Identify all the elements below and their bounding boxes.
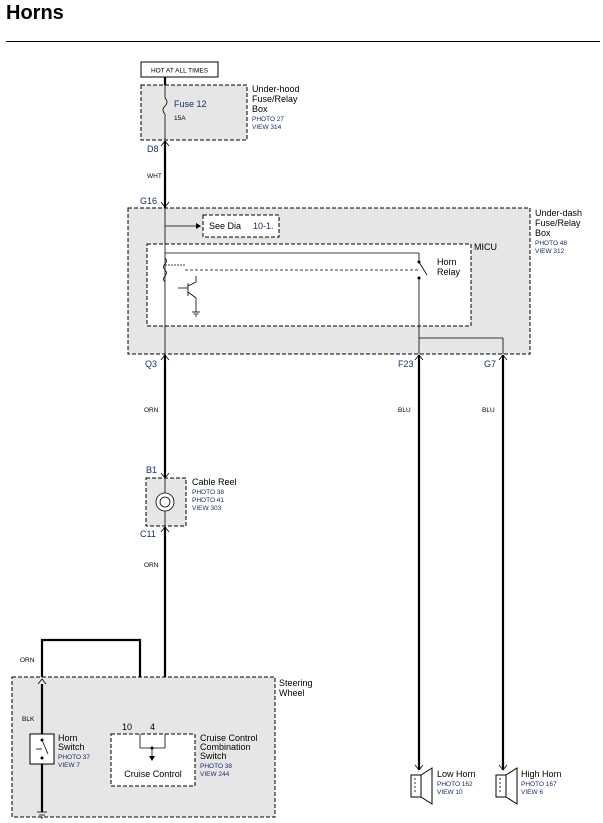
horn-switch <box>29 733 55 765</box>
connector-b1: B1 <box>146 465 157 475</box>
horn-switch-contact-icon <box>41 739 49 755</box>
see-dia-arrow-icon <box>196 223 201 229</box>
underdash-fuse-box: See Dia 10-1. <box>127 207 531 355</box>
underhood-name-1: Under-hood <box>252 84 300 94</box>
horn-relay-label-2: Relay <box>437 267 461 277</box>
high-horn-icon <box>495 764 518 805</box>
low-horn-icon <box>410 764 433 805</box>
ground-icon <box>37 811 47 819</box>
connector-g16-symbol <box>160 201 170 208</box>
hot-at-all-times-box: HOT AT ALL TIMES <box>140 61 219 78</box>
cable-reel-icon <box>155 492 175 512</box>
steering-name-1: Steering <box>279 678 313 688</box>
underdash-name-3: Box <box>535 228 551 238</box>
horn-switch-name-2: Switch <box>58 742 85 752</box>
horn-relay-label-1: Horn <box>437 257 457 267</box>
steering-name-2: Wheel <box>279 688 305 698</box>
relay-coil-icon <box>163 257 167 283</box>
underhood-name-3: Box <box>252 104 268 114</box>
underhood-view: VIEW 314 <box>252 124 282 131</box>
pin-10: 10 <box>122 722 132 732</box>
connector-g7: G7 <box>484 359 496 369</box>
connector-d8: D8 <box>147 144 159 154</box>
high-horn-photo: PHOTO 167 <box>521 781 557 788</box>
cruise-control-switch: Cruise Control <box>110 733 196 787</box>
horn-switch-view: VIEW 7 <box>58 762 80 769</box>
cable-reel-view: VIEW 303 <box>192 505 222 512</box>
page-title: Horns <box>6 2 64 24</box>
pin-4: 4 <box>150 722 155 732</box>
wire-label-blu-low: BLU <box>398 407 411 414</box>
title-divider <box>6 41 600 42</box>
cable-reel <box>145 477 187 527</box>
underdash-name-1: Under-dash <box>535 208 582 218</box>
fuse-name: Fuse 12 <box>174 99 207 109</box>
cruise-inner-label: Cruise Control <box>124 769 182 779</box>
transistor-icon <box>178 276 200 317</box>
relay-contact-icon <box>418 261 428 276</box>
connector-c11: C11 <box>140 529 156 539</box>
horn-switch-photo: PHOTO 37 <box>58 754 90 761</box>
underdash-photo: PHOTO 48 <box>535 240 567 247</box>
low-horn-photo: PHOTO 162 <box>437 781 473 788</box>
wire-label-blk: BLK <box>22 716 35 723</box>
see-dia-ref: 10-1. <box>253 221 274 231</box>
wire-label-blu-high: BLU <box>482 407 495 414</box>
wire-label-wht: WHT <box>147 173 162 180</box>
cruise-name-3: Switch <box>200 751 227 761</box>
horn-switch-connector <box>37 678 47 685</box>
underhood-fuse-box: Fuse 12 15A <box>140 84 248 141</box>
cable-reel-photo-1: PHOTO 38 <box>192 489 224 496</box>
micu-label: MICU <box>474 242 497 252</box>
hot-label: HOT AT ALL TIMES <box>151 68 209 75</box>
fuse-rating: 15A <box>174 115 186 122</box>
wire-label-orn-1: ORN <box>144 407 159 414</box>
see-dia-label: See Dia <box>209 221 241 231</box>
low-horn-view: VIEW 10 <box>437 789 463 796</box>
connector-g16: G16 <box>140 196 157 206</box>
high-horn-view: VIEW 6 <box>521 789 543 796</box>
horn-switch-name-1: Horn <box>58 733 78 743</box>
connector-f23: F23 <box>398 359 414 369</box>
underdash-name-2: Fuse/Relay <box>535 218 581 228</box>
fuse-symbol <box>162 97 168 115</box>
cruise-name-1: Cruise Control <box>200 733 258 743</box>
underhood-photo: PHOTO 27 <box>252 116 284 123</box>
cable-reel-name: Cable Reel <box>192 477 237 487</box>
cruise-photo: PHOTO 38 <box>200 763 232 770</box>
cruise-name-2: Combination <box>200 742 251 752</box>
cruise-arrow-icon <box>149 756 155 761</box>
connector-q3: Q3 <box>145 359 157 369</box>
high-horn-name: High Horn <box>521 769 562 779</box>
cruise-view: VIEW 244 <box>200 771 230 778</box>
wire-label-orn-3: ORN <box>20 657 35 664</box>
cable-reel-photo-2: PHOTO 41 <box>192 497 224 504</box>
wire-label-orn-2: ORN <box>144 562 159 569</box>
underdash-view: VIEW 312 <box>535 248 565 255</box>
underhood-name-2: Fuse/Relay <box>252 94 298 104</box>
low-horn-name: Low Horn <box>437 769 476 779</box>
